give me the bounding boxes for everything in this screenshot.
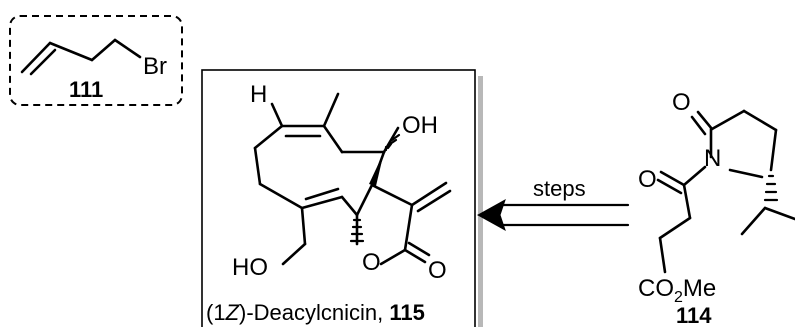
atom-acyl-oxygen: O xyxy=(638,166,657,193)
stereo-hash-ring-o xyxy=(349,218,365,243)
frame-shadow xyxy=(478,76,483,327)
compound-115-frame xyxy=(201,69,476,327)
retro-arrow: steps xyxy=(476,176,630,232)
stereo-wedge xyxy=(369,152,384,186)
ester-group: CO2Me xyxy=(638,275,716,306)
atom-carbonyl-oxygen: O xyxy=(428,257,447,284)
compound-111-number: 111 xyxy=(69,77,103,102)
compound-114-number: 114 xyxy=(676,303,712,327)
bromine-label: Br xyxy=(143,53,167,80)
atom-ho: HO xyxy=(232,254,268,281)
atom-h: H xyxy=(250,81,267,108)
compound-115-caption: (1Z)-Deacylcnicin, 115 xyxy=(206,300,425,325)
compound-111-bonds xyxy=(20,38,142,76)
compound-114-bonds xyxy=(656,109,795,274)
stereo-hash-oh xyxy=(384,133,401,152)
atom-oh: OH xyxy=(402,112,438,139)
compound-115: H OH HO O O (1Z)-Deacylcnicin, 115 xyxy=(201,69,483,327)
atom-lactam-oxygen: O xyxy=(672,89,691,116)
compound-111-dashed-box xyxy=(9,15,183,106)
stereo-hash-isopropyl xyxy=(763,174,779,202)
compound-111: Br 111 xyxy=(9,15,183,106)
atom-nitrogen: N xyxy=(704,145,721,172)
compound-114: O N O CO2Me 114 xyxy=(638,89,795,327)
atom-ring-oxygen: O xyxy=(362,249,381,276)
arrow-label: steps xyxy=(533,176,586,201)
